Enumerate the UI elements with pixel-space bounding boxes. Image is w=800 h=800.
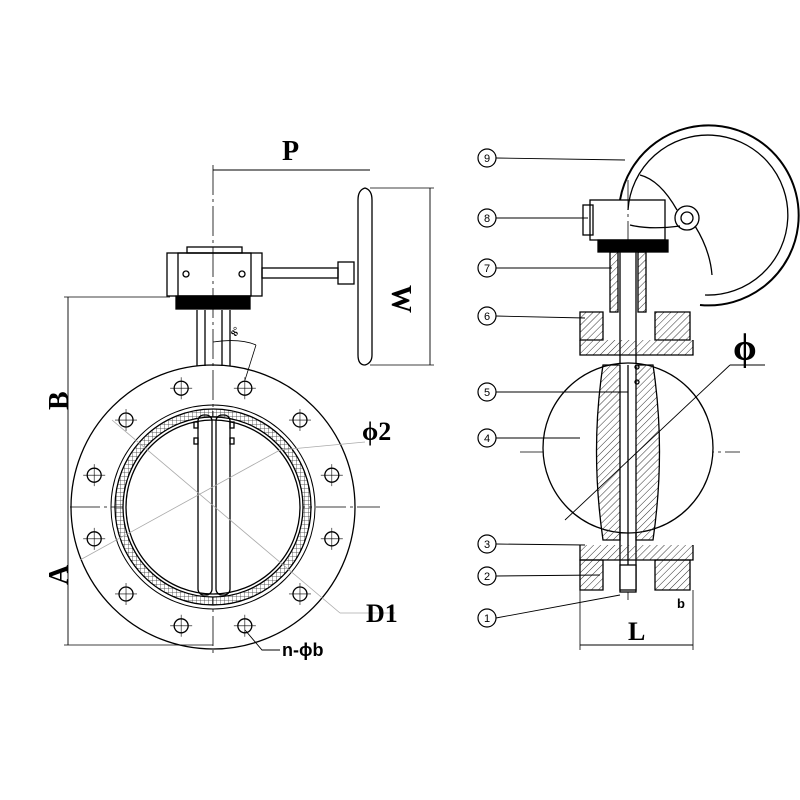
- flange-outer: [70, 364, 356, 650]
- part-balloons: 1 2 3 4 5 6 7 8 9: [477, 148, 497, 628]
- balloon-5: 5: [477, 382, 497, 402]
- balloon-number: 7: [484, 263, 490, 275]
- dim-D1: D1: [366, 599, 398, 628]
- leader-line: [495, 543, 586, 546]
- balloon-4: 4: [477, 428, 497, 448]
- mounting-plate: [175, 295, 251, 310]
- balloon-number: 5: [484, 387, 490, 399]
- balloon-6: 6: [477, 306, 497, 326]
- dim-n-phib: n-ϕb: [282, 640, 323, 660]
- angle-note: 8°: [229, 325, 243, 338]
- balloon-2: 2: [477, 566, 497, 586]
- dim-B: B: [44, 391, 75, 410]
- balloon-number: 6: [484, 311, 490, 323]
- leader-line: [495, 594, 621, 619]
- balloon-number: 4: [484, 433, 490, 445]
- dim-W: W: [385, 285, 416, 313]
- balloon-8: 8: [477, 208, 497, 228]
- dim-phi2: ϕ2: [362, 417, 391, 446]
- dim-P: P: [282, 136, 299, 167]
- handwheel-side: [357, 187, 373, 366]
- dim-L: L: [628, 617, 645, 646]
- side-view: [495, 124, 800, 650]
- balloon-7: 7: [477, 258, 497, 278]
- balloon-3: 3: [477, 534, 497, 554]
- balloon-1: 1: [477, 608, 497, 628]
- balloon-number: 2: [484, 571, 490, 583]
- balloon-number: 3: [484, 539, 490, 551]
- balloon-number: 9: [484, 153, 490, 165]
- dim-b: b: [677, 596, 685, 611]
- balloon-9: 9: [477, 148, 497, 168]
- dim-phi: ϕ: [733, 327, 757, 369]
- dim-A: A: [44, 564, 75, 585]
- leader-line: [495, 574, 601, 577]
- front-view: [64, 165, 434, 655]
- bolt-holes: [83, 377, 343, 637]
- leader-line: [495, 315, 586, 319]
- balloon-number: 1: [484, 613, 490, 625]
- leader-line: [495, 157, 626, 161]
- balloon-number: 8: [484, 213, 490, 225]
